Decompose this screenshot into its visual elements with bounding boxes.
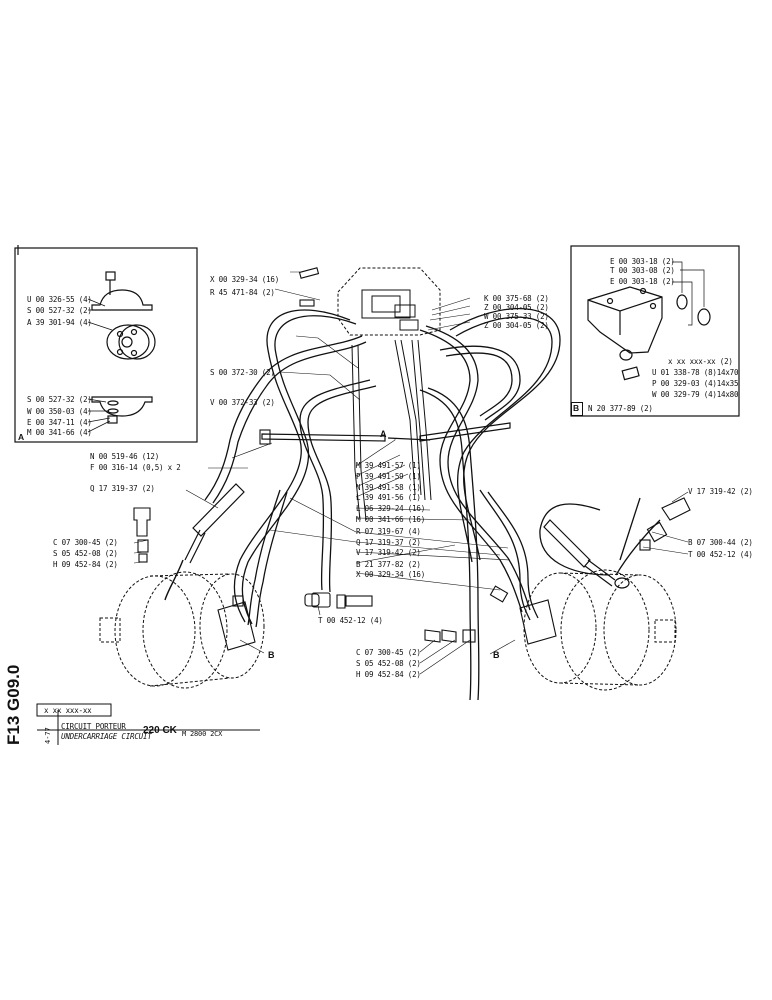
top-label-6: Z 00 304-05 (2) — [484, 321, 549, 330]
inset-a-label-6: E 00 347-11 (4) — [27, 418, 92, 427]
inset-a-tag: A — [18, 432, 25, 442]
inset-b-label-1: E 00 303-18 (2) — [610, 257, 675, 266]
sheet-number: F13 G09.0 — [4, 664, 23, 745]
inset-a-frame — [14, 247, 198, 443]
date-code: 4-77 — [44, 727, 52, 744]
inset-b-label-5: U 01 338-78 (8)14x70 — [652, 368, 739, 377]
drawing-code: x xx xxx-xx — [44, 706, 92, 715]
bottom-label-3: H 09 452-84 (2) — [356, 670, 421, 679]
right-label-2: B 07 300-44 (2) — [688, 538, 753, 547]
bottom-label-1: C 07 300-45 (2) — [356, 648, 421, 657]
center-label-3: N 39 491-58 (1) — [356, 483, 421, 492]
bottom-label-2: S 05 452-08 (2) — [356, 659, 421, 668]
model-serial: M 2800 2CX — [182, 730, 223, 738]
center-label-12: T 00 452-12 (4) — [318, 616, 383, 625]
center-label-4: L 39 491-56 (1) — [356, 493, 421, 502]
left-label-2: F 00 316-14 (0,5) x 2 — [90, 463, 181, 472]
fittings — [133, 267, 691, 651]
right-label-1: V 17 319-42 (2) — [688, 487, 753, 496]
inset-a-drawing — [17, 245, 156, 433]
pump-block — [337, 267, 441, 336]
inset-b-drawing — [587, 261, 711, 381]
right-label-3: T 00 452-12 (4) — [688, 550, 753, 559]
center-label-1: M 39 491-57 (1) — [356, 461, 421, 470]
inset-a-label-4: S 00 527-32 (2) — [27, 395, 92, 404]
left-label-4: C 07 300-45 (2) — [53, 538, 118, 547]
top-label-3: K 00 375-68 (2) — [484, 294, 549, 303]
inset-b-tag: B — [573, 403, 580, 413]
left-cylinder — [164, 483, 245, 601]
inset-a-label-5: W 00 350-03 (4) — [27, 407, 92, 416]
left-label-5: S 05 452-08 (2) — [53, 549, 118, 558]
leader-lines — [133, 271, 689, 675]
top-label-8: V 00 372-33 (2) — [210, 398, 275, 407]
marker-b-right: B — [493, 650, 500, 660]
title-block-frame — [36, 703, 260, 745]
center-label-9: V 17 319-42 (2) — [356, 548, 421, 557]
inset-b-label-3: E 00 303-18 (2) — [610, 277, 675, 286]
top-label-4: Z 00 304-05 (2) — [484, 303, 549, 312]
marker-b-left: B — [268, 650, 275, 660]
inset-a-label-2: S 00 527-32 (2) — [27, 306, 92, 315]
rigid-tubes — [351, 339, 432, 521]
top-label-7: S 00 372-30 (2) — [210, 368, 275, 377]
marker-a: A — [380, 429, 387, 439]
left-axle-drum — [99, 571, 265, 689]
inset-a-label-3: A 39 301-94 (4) — [27, 318, 92, 327]
left-label-1: N 00 519-46 (12) — [90, 452, 160, 461]
top-label-1: X 00 329-34 (16) — [210, 275, 280, 284]
inset-a-label-1: U 00 326-55 (4) — [27, 295, 92, 304]
center-label-7: R 07 319-67 (4) — [356, 527, 421, 536]
top-label-2: R 45 471-84 (2) — [210, 288, 275, 297]
inset-b-label-4: x xx xxx-xx (2) — [668, 357, 733, 366]
right-axle-drum — [523, 569, 677, 691]
inset-b-tag-box — [571, 402, 583, 416]
center-label-2: P 39 491-59 (1) — [356, 472, 421, 481]
inset-b-frame — [570, 245, 740, 417]
center-label-5: L 06 329-24 (16) — [356, 504, 426, 513]
center-label-6: M 00 341-66 (16) — [356, 515, 426, 524]
title-en: UNDERCARRIAGE CIRCUIT — [61, 732, 152, 741]
inset-b-label-2: T 00 303-08 (2) — [610, 266, 675, 275]
left-label-3: Q 17 319-37 (2) — [90, 484, 155, 493]
inset-b-label-7: W 00 329-79 (4)14x80 — [652, 390, 739, 399]
top-label-5: W 00 375-33 (2) — [484, 312, 549, 321]
center-label-8: Q 17 319-37 (2) — [356, 538, 421, 547]
center-label-10: B 21 377-82 (2) — [356, 560, 421, 569]
right-cylinder — [543, 519, 630, 589]
model-name: 220 CK — [143, 725, 177, 736]
hydraulic-hoses — [204, 307, 661, 701]
left-label-6: H 09 452-84 (2) — [53, 560, 118, 569]
inset-b-ref: N 20 377-89 (2) — [588, 404, 653, 413]
center-label-11: X 00 329-34 (16) — [356, 570, 426, 579]
inset-b-label-6: P 00 329-03 (4)14x35 — [652, 379, 739, 388]
title-fr: CIRCUIT PORTEUR — [61, 722, 126, 731]
inset-a-label-7: M 00 341-66 (4) — [27, 428, 92, 437]
